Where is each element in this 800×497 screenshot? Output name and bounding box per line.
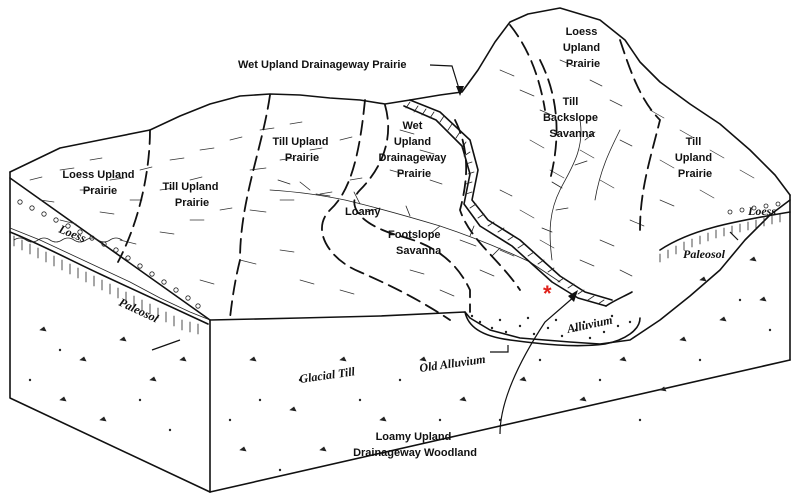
label-paleosol-right: Paleosol xyxy=(683,247,726,261)
label-loess-left: Loess xyxy=(56,221,88,245)
label-loess-upland-prairie-left: Loess Upland Prairie xyxy=(62,169,137,197)
label-loess-upland-prairie-right: Loess Upland Prairie xyxy=(563,26,603,70)
label-loamy-upland-drainageway-woodland: Loamy Upland Drainageway Woodland xyxy=(353,431,477,459)
label-till-upland-prairie-center: Till Upland Prairie xyxy=(272,136,331,164)
label-alluvium: Alluvium xyxy=(565,313,614,336)
label-old-alluvium: Old Alluvium xyxy=(418,352,486,375)
drainage-channels xyxy=(269,119,621,283)
label-till-backslope-savanna: Till Backslope Savanna xyxy=(543,96,601,140)
label-loamy-footslope-savanna: Loamy Footslope Savanna xyxy=(345,206,444,257)
glacial-till-texture xyxy=(28,256,772,472)
leader-lines xyxy=(151,64,739,435)
boundary-lines xyxy=(117,24,661,321)
label-loess-right: Loess xyxy=(747,204,776,218)
site-marker-asterisk: * xyxy=(543,281,552,306)
label-wet-upland-drainageway-prairie-mid: Wet Upland Drainageway Prairie xyxy=(379,120,450,180)
label-till-upland-prairie-right: Till Upland Prairie xyxy=(675,136,715,180)
label-wet-upland-drainageway-prairie-top: Wet Upland Drainageway Prairie xyxy=(238,59,407,71)
stream-channel xyxy=(403,99,633,307)
left-face-soil-layers xyxy=(9,199,211,335)
labels: Wet Upland Drainageway Prairie Loess Upl… xyxy=(56,26,776,459)
label-glacial-till: Glacial Till xyxy=(298,364,356,386)
label-till-upland-prairie-left: Till Upland Prairie xyxy=(162,181,221,209)
right-face-soil-layers xyxy=(659,201,791,263)
loess-surface-wave xyxy=(13,237,123,243)
alluvium-lens xyxy=(464,311,641,347)
